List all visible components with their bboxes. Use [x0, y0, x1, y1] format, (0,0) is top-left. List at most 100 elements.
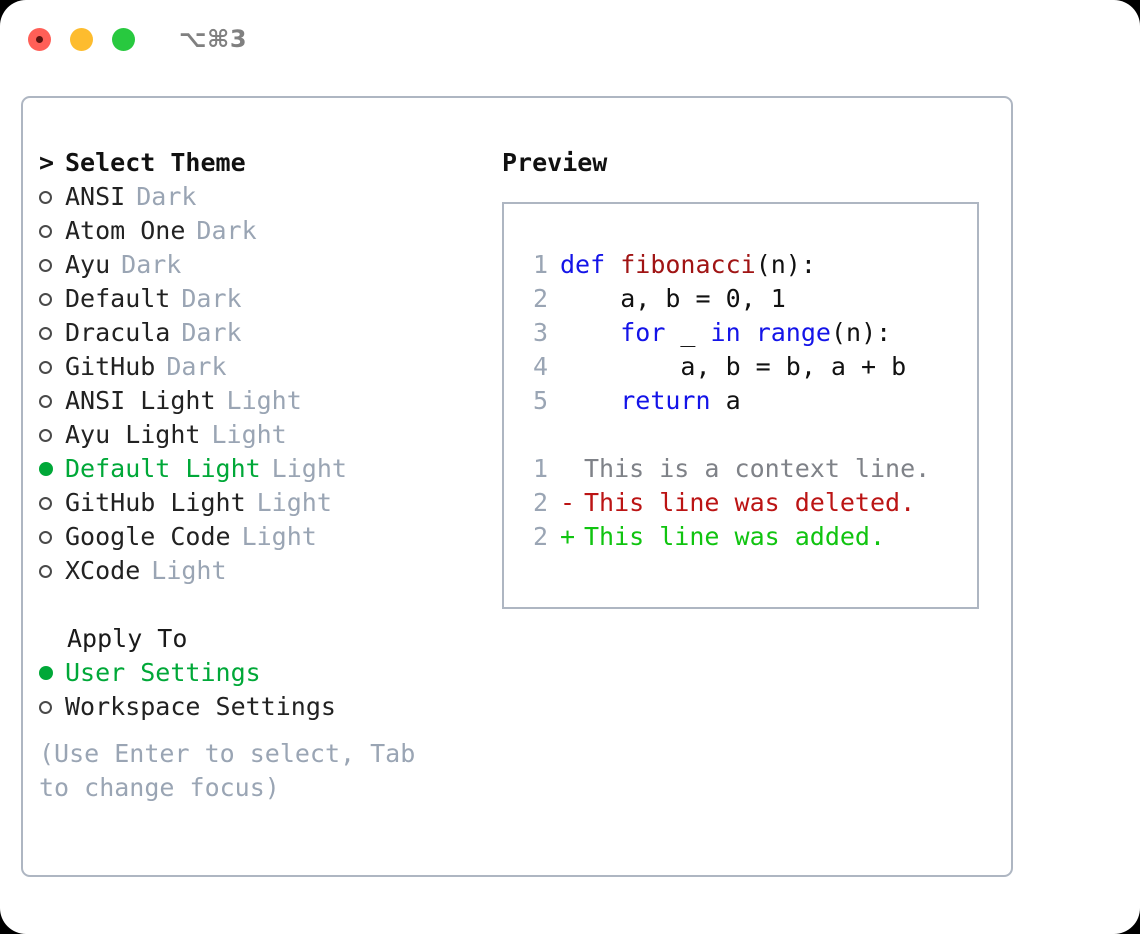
- preview-column: Preview 1 def fibonacci(n): 2 a, b = 0, 1 3…: [502, 146, 1002, 609]
- apply-to-option-user-settings[interactable]: User Settings: [39, 656, 499, 690]
- code-sample: 1 def fibonacci(n): 2 a, b = 0, 1 3 for _ i…: [518, 248, 977, 418]
- code-line-text: a, b = b, a + b: [560, 350, 906, 384]
- zoom-window-button[interactable]: [112, 27, 135, 51]
- theme-option-xcode[interactable]: XCode Light: [39, 554, 499, 588]
- apply-to-heading: Apply To: [67, 624, 188, 653]
- diff-line-number: 2: [532, 522, 548, 551]
- diff-marker-added: +: [560, 522, 576, 551]
- radio-ring: [39, 326, 52, 340]
- window-titlebar: ⌥⌘3: [0, 0, 1140, 78]
- radio-unselected-icon: [39, 360, 65, 374]
- radio-unselected-icon: [39, 530, 65, 544]
- theme-mode-badge: Light: [151, 556, 227, 585]
- theme-mode-badge: Dark: [166, 352, 227, 381]
- radio-ring: [39, 360, 52, 374]
- theme-mode-badge: Dark: [136, 182, 197, 211]
- code-line-number: 1: [532, 250, 548, 279]
- code-line-text: return a: [560, 384, 740, 418]
- theme-option-ansi[interactable]: ANSI Dark: [39, 180, 499, 214]
- code-line: 3 for _ in range(n):: [518, 316, 977, 350]
- section-spacer: [39, 588, 499, 622]
- code-token: a, b = b, a + b: [560, 352, 907, 381]
- preview-heading: Preview: [502, 148, 608, 177]
- code-token: return: [620, 386, 711, 415]
- radio-ring: [39, 700, 52, 714]
- theme-mode-badge: Light: [241, 522, 317, 551]
- theme-option-label: Atom One: [65, 216, 186, 245]
- theme-mode-badge: Light: [256, 488, 332, 517]
- theme-mode-badge: Light: [211, 420, 287, 449]
- code-token: (n):: [755, 250, 816, 279]
- diff-line-number: 2: [532, 488, 548, 517]
- code-line-number: 2: [532, 284, 548, 313]
- theme-option-ayu-light[interactable]: Ayu Light Light: [39, 418, 499, 452]
- apply-to-option-workspace-settings[interactable]: Workspace Settings: [39, 690, 499, 724]
- keyboard-shortcut-label: ⌥⌘3: [179, 25, 248, 53]
- code-line: 1 def fibonacci(n):: [518, 248, 977, 282]
- code-token: fibonacci: [620, 250, 756, 279]
- theme-option-label: GitHub Light: [65, 488, 246, 517]
- code-token: range: [755, 318, 831, 347]
- diff-line-number: 1: [532, 454, 548, 483]
- code-line: 4 a, b = b, a + b: [518, 350, 977, 384]
- radio-unselected-icon: [39, 326, 65, 340]
- code-token: _: [665, 318, 711, 347]
- theme-option-label: ANSI: [65, 182, 126, 211]
- theme-mode-badge: Dark: [181, 318, 242, 347]
- code-token: [560, 318, 620, 347]
- diff-marker-context: [560, 452, 584, 486]
- select-theme-heading: > Select Theme: [39, 146, 499, 180]
- select-theme-heading-label: Select Theme: [65, 148, 246, 177]
- radio-unselected-icon: [39, 258, 65, 272]
- code-line-text: a, b = 0, 1: [560, 282, 786, 316]
- diff-line-text: This line was deleted.: [584, 488, 916, 517]
- code-token: [560, 386, 620, 415]
- traffic-light-buttons: [28, 27, 135, 51]
- theme-option-label: XCode: [65, 556, 141, 585]
- radio-ring: [39, 496, 52, 510]
- theme-option-atom-one[interactable]: Atom One Dark: [39, 214, 499, 248]
- radio-unselected-icon: [39, 292, 65, 306]
- theme-mode-badge: Dark: [196, 216, 257, 245]
- radio-ring: [39, 190, 52, 204]
- preview-box: 1 def fibonacci(n): 2 a, b = 0, 1 3 for _ i…: [502, 202, 979, 609]
- code-token: [741, 318, 756, 347]
- theme-mode-badge: Light: [271, 454, 347, 483]
- radio-ring: [39, 564, 52, 578]
- radio-unselected-icon: [39, 224, 65, 238]
- radio-unselected-icon: [39, 496, 65, 510]
- code-line-number: 4: [532, 352, 548, 381]
- theme-option-github-light[interactable]: GitHub Light Light: [39, 486, 499, 520]
- radio-unselected-icon: [39, 394, 65, 408]
- caret-icon: >: [39, 148, 55, 177]
- theme-option-label: Ayu: [65, 250, 111, 279]
- diff-marker-deleted: -: [560, 488, 576, 517]
- theme-option-label: Ayu Light: [65, 420, 201, 449]
- radio-unselected-icon: [39, 700, 65, 714]
- radio-selected-icon: [39, 462, 65, 476]
- code-token: a, b = 0, 1: [560, 284, 786, 313]
- diff-line-deleted: 2-This line was deleted.: [518, 486, 977, 520]
- apply-to-option-label: Workspace Settings: [65, 692, 336, 721]
- close-window-button[interactable]: [28, 27, 51, 51]
- code-line-text: for _ in range(n):: [560, 316, 891, 350]
- radio-ring: [39, 394, 52, 408]
- radio-ring: [39, 258, 52, 272]
- radio-ring: [39, 530, 52, 544]
- code-token: in: [710, 318, 741, 347]
- theme-option-label: ANSI Light: [65, 386, 216, 415]
- radio-selected-icon: [39, 666, 65, 680]
- code-token: def: [560, 250, 621, 279]
- radio-unselected-icon: [39, 564, 65, 578]
- minimize-window-button[interactable]: [70, 27, 93, 51]
- code-line-number: 5: [532, 386, 548, 415]
